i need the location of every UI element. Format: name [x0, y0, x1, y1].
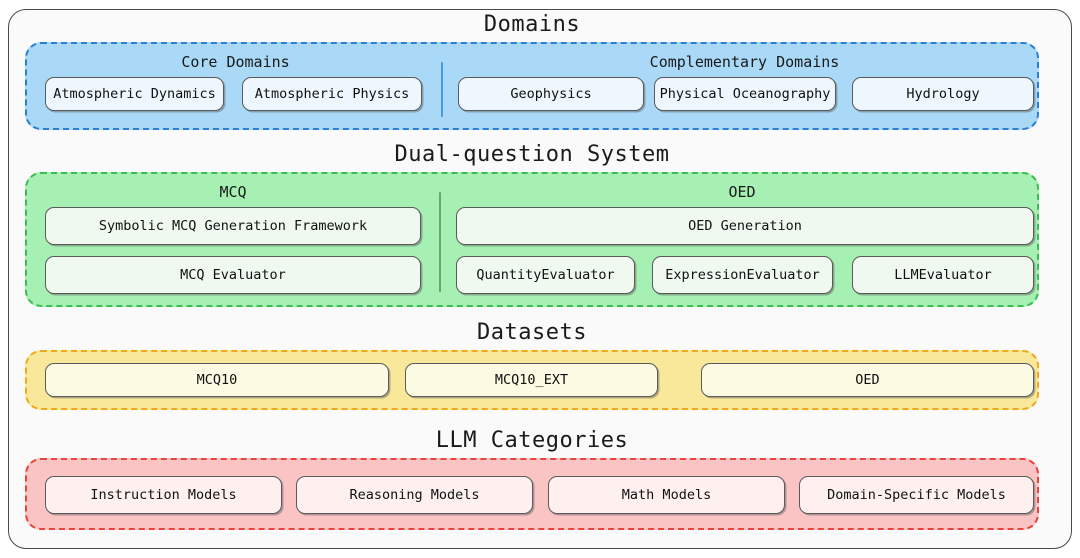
subheader-core-domains: Core Domains: [181, 53, 290, 71]
subheader-mcq: MCQ: [219, 183, 247, 201]
card-reasoning-models[interactable]: Reasoning Models: [296, 476, 533, 514]
domains-column-divider: [441, 62, 443, 117]
card-physical-oceanography[interactable]: Physical Oceanography: [654, 77, 836, 111]
card-math-models[interactable]: Math Models: [548, 476, 785, 514]
section-llm-categories: LLM Categories Instruction Models Reason…: [25, 428, 1039, 530]
section-datasets: Datasets MCQ10 MCQ10_EXT OED: [25, 320, 1039, 410]
subheader-oed: OED: [728, 183, 756, 201]
card-mcq-evaluator[interactable]: MCQ Evaluator: [45, 256, 421, 294]
card-symbolic-mcq-generation-framework[interactable]: Symbolic MCQ Generation Framework: [45, 207, 421, 245]
card-mcq10-ext[interactable]: MCQ10_EXT: [405, 363, 658, 397]
section-title-datasets: Datasets: [477, 320, 587, 345]
card-oed-generation[interactable]: OED Generation: [456, 207, 1034, 245]
dual-column-divider: [439, 192, 441, 292]
card-instruction-models[interactable]: Instruction Models: [45, 476, 282, 514]
section-title-domains: Domains: [483, 12, 581, 37]
card-expression-evaluator[interactable]: ExpressionEvaluator: [652, 256, 833, 294]
card-atmospheric-dynamics[interactable]: Atmospheric Dynamics: [45, 77, 224, 111]
panel-llm-categories: Instruction Models Reasoning Models Math…: [25, 458, 1039, 530]
card-llm-evaluator[interactable]: LLMEvaluator: [852, 256, 1034, 294]
subheader-complementary-domains: Complementary Domains: [649, 53, 840, 71]
card-oed-dataset[interactable]: OED: [701, 363, 1034, 397]
panel-dual-question-system: MCQ OED Symbolic MCQ Generation Framewor…: [25, 172, 1039, 307]
section-dual-question-system: Dual-question System MCQ OED Symbolic MC…: [25, 142, 1039, 307]
card-quantity-evaluator[interactable]: QuantityEvaluator: [456, 256, 635, 294]
card-mcq10[interactable]: MCQ10: [45, 363, 389, 397]
panel-domains: Core Domains Complementary Domains Atmos…: [25, 42, 1039, 130]
section-domains: Domains Core Domains Complementary Domai…: [25, 12, 1039, 130]
panel-datasets: MCQ10 MCQ10_EXT OED: [25, 350, 1039, 410]
card-geophysics[interactable]: Geophysics: [458, 77, 644, 111]
section-title-llm-categories: LLM Categories: [435, 428, 629, 453]
card-atmospheric-physics[interactable]: Atmospheric Physics: [242, 77, 422, 111]
card-hydrology[interactable]: Hydrology: [852, 77, 1034, 111]
card-domain-specific-models[interactable]: Domain-Specific Models: [799, 476, 1034, 514]
section-title-dual-question-system: Dual-question System: [394, 142, 670, 167]
